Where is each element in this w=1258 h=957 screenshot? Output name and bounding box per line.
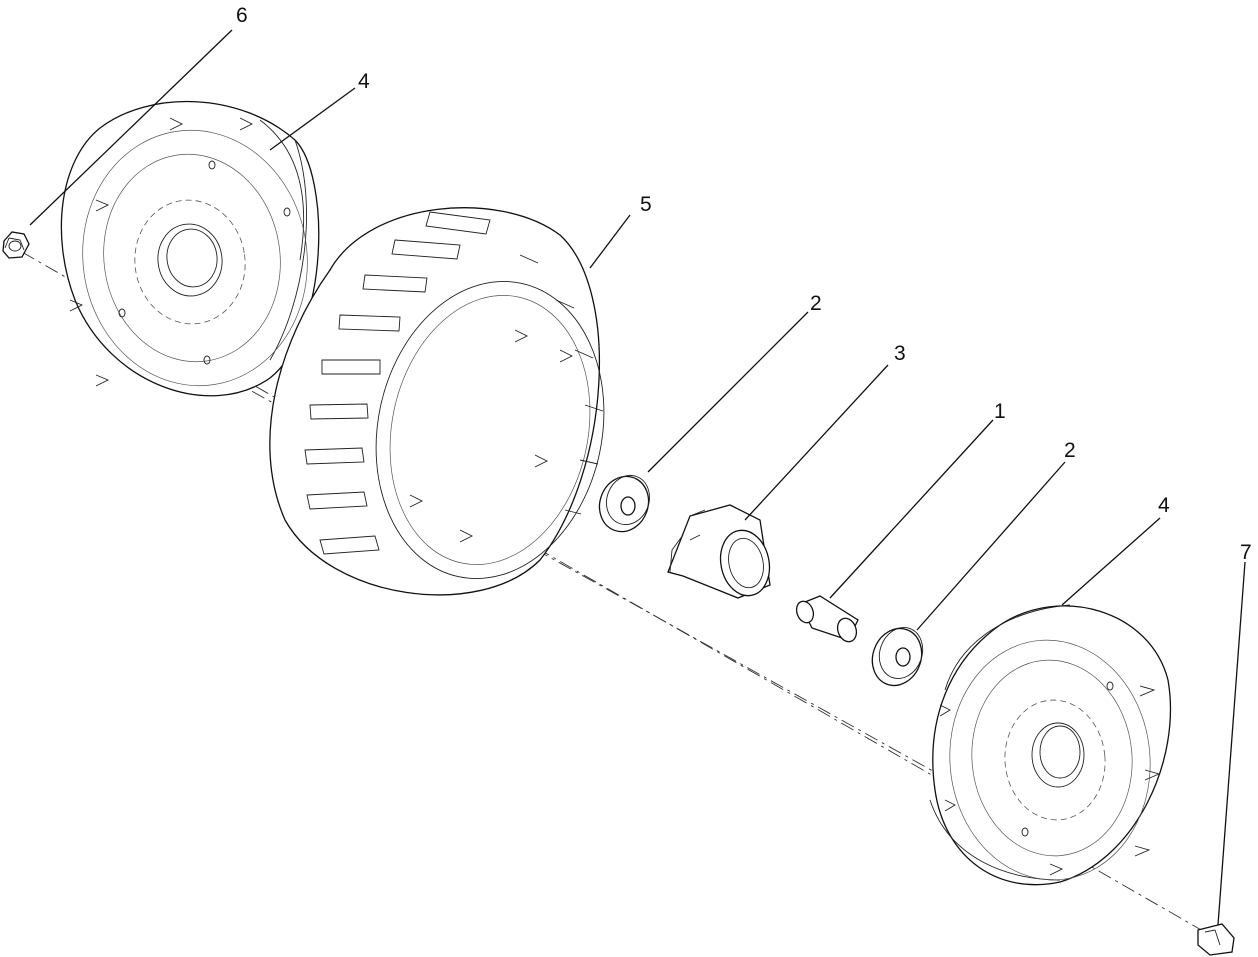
callout-7: 7: [1240, 541, 1252, 564]
tire-part: [269, 207, 605, 596]
callout-4-right: 4: [1158, 494, 1170, 517]
callout-1: 1: [994, 400, 1006, 423]
callout-2-left: 2: [810, 292, 822, 315]
lug-nut-part: [2, 231, 30, 259]
bolt-part: [1197, 923, 1235, 956]
washer-right-part: [871, 627, 924, 687]
axle-spacer-part: [795, 595, 859, 643]
leader-lines: [29, 29, 1246, 926]
washer-left-part: [598, 474, 650, 533]
bushing-part: [667, 504, 771, 599]
callout-2-right: 2: [1064, 439, 1076, 462]
callout-6: 6: [236, 4, 248, 27]
callout-4-left: 4: [358, 70, 370, 93]
hub-cap-right-part: [929, 604, 1172, 886]
callout-labels: 6 4 5 2 3 1 2 4 7: [236, 4, 1252, 564]
callout-3: 3: [894, 342, 906, 365]
hub-cap-left-part: [60, 100, 320, 397]
callout-5: 5: [640, 193, 652, 216]
